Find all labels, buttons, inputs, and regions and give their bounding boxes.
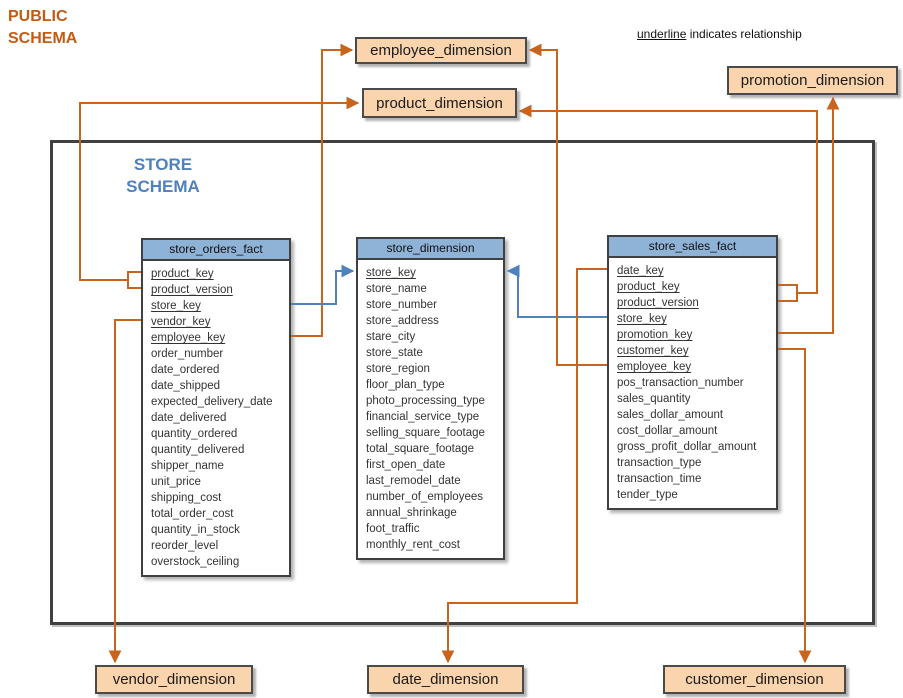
table-store-sales-fact-title: store_sales_fact [609, 237, 776, 258]
table-field: annual_shrinkage [366, 507, 457, 519]
table-field: date_ordered [151, 364, 220, 376]
table-store-dimension-title: store_dimension [358, 239, 503, 260]
table-field: promotion_key [617, 329, 693, 341]
public-schema-label: PUBLIC SCHEMA [8, 6, 77, 50]
table-field: total_order_cost [151, 508, 234, 520]
table-store-orders-fact-title: store_orders_fact [143, 240, 289, 261]
table-field: product_key [617, 281, 680, 293]
table-field: customer_key [617, 345, 689, 357]
table-field: store_name [366, 283, 427, 295]
table-store-dimension-fields: store_key store_name store_number store_add… [358, 260, 503, 558]
table-field: date_key [617, 265, 664, 277]
table-field: reorder_level [151, 540, 219, 552]
table-field: store_key [366, 267, 416, 279]
table-field: order_number [151, 348, 224, 360]
dimension-box-date: date_dimension [367, 665, 524, 694]
table-field: financial_service_type [366, 411, 480, 423]
table-field: monthly_rent_cost [366, 539, 460, 551]
table-field: first_open_date [366, 459, 446, 471]
table-field: product_key [151, 268, 214, 280]
table-field: shipping_cost [151, 492, 222, 504]
table-field: quantity_delivered [151, 444, 245, 456]
table-field: product_version [617, 297, 699, 309]
table-field: expected_delivery_date [151, 396, 273, 408]
table-field: product_version [151, 284, 233, 296]
table-field: cost_dollar_amount [617, 425, 718, 437]
store-schema-label-line1: STORE [133, 155, 193, 174]
dimension-box-customer-label: customer_dimension [685, 671, 824, 688]
dimension-box-product: product_dimension [362, 88, 517, 118]
table-store-sales-fact-fields: date_key product_key product_version store_… [609, 258, 776, 508]
legend-note-text: indicates relationship [686, 27, 802, 41]
table-field: unit_price [151, 476, 201, 488]
legend-note-underlined-word: underline [637, 27, 687, 41]
dimension-box-vendor: vendor_dimension [95, 665, 253, 694]
table-field: selling_square_footage [366, 427, 485, 439]
table-field: gross_profit_dollar_amount [617, 441, 757, 453]
table-field: transaction_time [617, 473, 702, 485]
table-field: tender_type [617, 489, 678, 501]
table-field: date_delivered [151, 412, 227, 424]
table-field: floor_plan_type [366, 379, 445, 391]
table-field: pos_transaction_number [617, 377, 744, 389]
public-schema-label-line2: SCHEMA [8, 30, 78, 47]
table-field: sales_dollar_amount [617, 409, 724, 421]
table-field: store_key [617, 313, 667, 325]
table-field: foot_traffic [366, 523, 420, 535]
table-field: store_key [151, 300, 201, 312]
table-field: shipper_name [151, 460, 224, 472]
legend-note: underline indicates relationship [637, 27, 802, 41]
table-field: date_shipped [151, 380, 221, 392]
dimension-box-employee: employee_dimension [355, 37, 527, 64]
table-field: sales_quantity [617, 393, 691, 405]
table-field: quantity_ordered [151, 428, 238, 440]
public-schema-label-line1: PUBLIC [8, 8, 68, 25]
store-schema-label: STORE SCHEMA [113, 154, 213, 198]
table-field: quantity_in_stock [151, 524, 240, 536]
table-field: store_region [366, 363, 430, 375]
store-schema-label-line2: SCHEMA [126, 177, 200, 196]
table-field: last_remodel_date [366, 475, 461, 487]
dimension-box-promotion: promotion_dimension [727, 66, 898, 95]
table-field: employee_key [151, 332, 226, 344]
table-field: overstock_ceiling [151, 556, 240, 568]
table-field: store_state [366, 347, 423, 359]
table-field: vendor_key [151, 316, 211, 328]
dimension-box-promotion-label: promotion_dimension [740, 72, 885, 89]
table-field: stare_city [366, 331, 416, 343]
table-field: employee_key [617, 361, 692, 373]
dimension-box-vendor-label: vendor_dimension [112, 671, 236, 688]
dimension-box-customer: customer_dimension [663, 665, 846, 694]
table-field: transaction_type [617, 457, 702, 469]
table-field: total_square_footage [366, 443, 475, 455]
table-field: photo_processing_type [366, 395, 485, 407]
table-field: store_address [366, 315, 439, 327]
dimension-box-date-label: date_dimension [392, 671, 499, 688]
dimension-box-employee-label: employee_dimension [370, 42, 512, 59]
dimension-box-product-label: product_dimension [376, 94, 503, 112]
table-store-orders-fact: store_orders_fact product_key product_ver… [141, 238, 291, 577]
table-field: number_of_employees [366, 491, 483, 503]
table-field: store_number [366, 299, 437, 311]
